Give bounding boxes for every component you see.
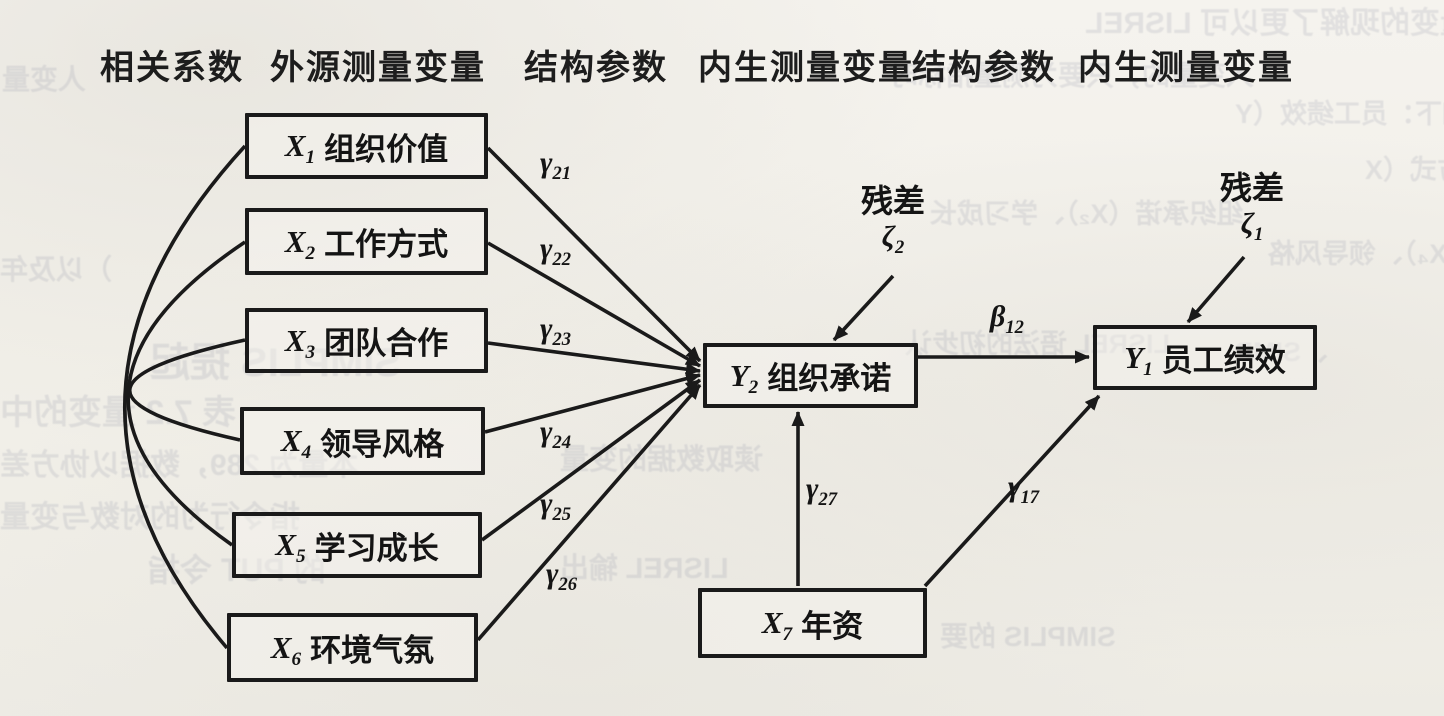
variable-symbol: X5: [275, 527, 306, 568]
header-label-2: 外源测量变量: [270, 49, 486, 87]
path-arrow-x5-to-y2: [480, 378, 702, 542]
header-label-4: 内生测量变量: [698, 49, 914, 87]
variable-symbol: X6: [270, 629, 302, 670]
param-label-γ17: γ17: [1008, 470, 1040, 508]
param-subscript: 17: [1020, 487, 1040, 508]
param-label-γ24: γ24: [540, 415, 572, 453]
variable-label: 领导风格: [320, 426, 445, 462]
ghost-text-fragment-1: 量变的现解了更以可 LISREL: [1085, 7, 1444, 40]
residual-title: 残差: [1219, 170, 1284, 206]
param-label-γ21: γ21: [540, 146, 572, 184]
param-label-γ23: γ23: [540, 312, 572, 350]
path-arrow-x4-to-y2: [484, 372, 701, 434]
param-subscript: 25: [552, 504, 572, 525]
variable-subscript: 6: [291, 648, 302, 670]
ghost-text-fragment-5: 工作方式（X: [1365, 155, 1444, 185]
ghost-text-fragment-3: 人变量: [2, 64, 87, 95]
variable-label: 组织价值: [324, 131, 449, 167]
residual-title: 残差: [860, 183, 925, 219]
correlation-arc-x2-x5: [126, 240, 247, 547]
path-arrow-x1-to-y2: [486, 146, 702, 363]
header-label-1: 相关系数: [100, 49, 244, 87]
ghost-text-fragment-4: 例如下：员工绩效（Y: [1235, 99, 1444, 129]
ghost-text-fragment-18: SIMPLIS 的要: [940, 621, 1116, 652]
variable-label: 年资: [801, 608, 864, 644]
variable-subscript: 1: [305, 147, 316, 169]
ghost-text-fragment-17: LISREL 输出: [560, 553, 729, 585]
variable-subscript: 7: [782, 624, 793, 646]
variable-label: 工作方式: [324, 227, 449, 262]
ghost-text-fragment-14: 读取数据的变量: [560, 444, 764, 476]
variable-subscript: 4: [301, 442, 312, 464]
path-arrow-x2-to-y2: [487, 241, 701, 368]
param-subscript: 23: [552, 329, 572, 350]
param-label-γ22: γ22: [540, 232, 572, 270]
variable-symbol: Y1: [1124, 339, 1153, 380]
variable-symbol: X4: [280, 423, 312, 464]
variable-symbol: X7: [761, 605, 793, 646]
residual-subscript: 2: [894, 237, 905, 258]
variable-subscript: 3: [305, 341, 316, 363]
path-arrow-x6-to-y2: [476, 383, 702, 642]
ghost-text-fragment-8: ）以及年: [0, 254, 113, 285]
param-subscript: 24: [552, 432, 572, 453]
residual-symbol: ζ2: [881, 220, 905, 258]
variable-label: 组织承诺: [767, 361, 892, 396]
header-label-6: 内生测量变量: [1078, 49, 1294, 87]
correlation-arc-x1-x6: [123, 144, 247, 650]
param-label-γ27: γ27: [806, 472, 838, 510]
param-subscript: 12: [1005, 317, 1024, 338]
path-arrow-zeta2-to-y2: [832, 274, 895, 342]
variable-label: 团队合作: [324, 326, 449, 361]
variable-symbol: Y2: [729, 357, 759, 398]
variable-symbol: X1: [284, 128, 316, 169]
variable-subscript: 2: [305, 242, 316, 264]
variable-symbol: X2: [284, 223, 316, 264]
param-label-γ25: γ25: [540, 487, 572, 525]
variable-label: 员工绩效: [1161, 343, 1286, 378]
header-label-3: 结构参数: [524, 49, 668, 87]
ghost-text-fragment-12: 表 7.2 量变的中: [0, 394, 237, 432]
variable-label: 环境气氛: [310, 633, 435, 668]
variable-subscript: 1: [1143, 358, 1153, 380]
correlation-arc-x3-x4: [128, 338, 246, 442]
path-arrow-x3-to-y2: [487, 341, 701, 376]
param-subscript: 21: [552, 163, 572, 184]
param-subscript: 26: [558, 574, 578, 595]
variable-subscript: 2: [748, 376, 759, 398]
param-subscript: 27: [818, 489, 838, 510]
residual-subscript: 1: [1253, 224, 1264, 245]
header-label-5: 结构参数: [912, 49, 1056, 87]
variable-symbol: X3: [284, 322, 316, 363]
param-label-β12: β12: [990, 300, 1024, 338]
path-arrow-zeta1-to-y1: [1186, 255, 1246, 324]
param-subscript: 22: [552, 249, 572, 270]
variable-subscript: 5: [296, 546, 306, 568]
param-label-γ26: γ26: [546, 557, 578, 595]
variable-label: 学习成长: [314, 530, 439, 566]
residual-symbol: ζ1: [1240, 207, 1264, 245]
